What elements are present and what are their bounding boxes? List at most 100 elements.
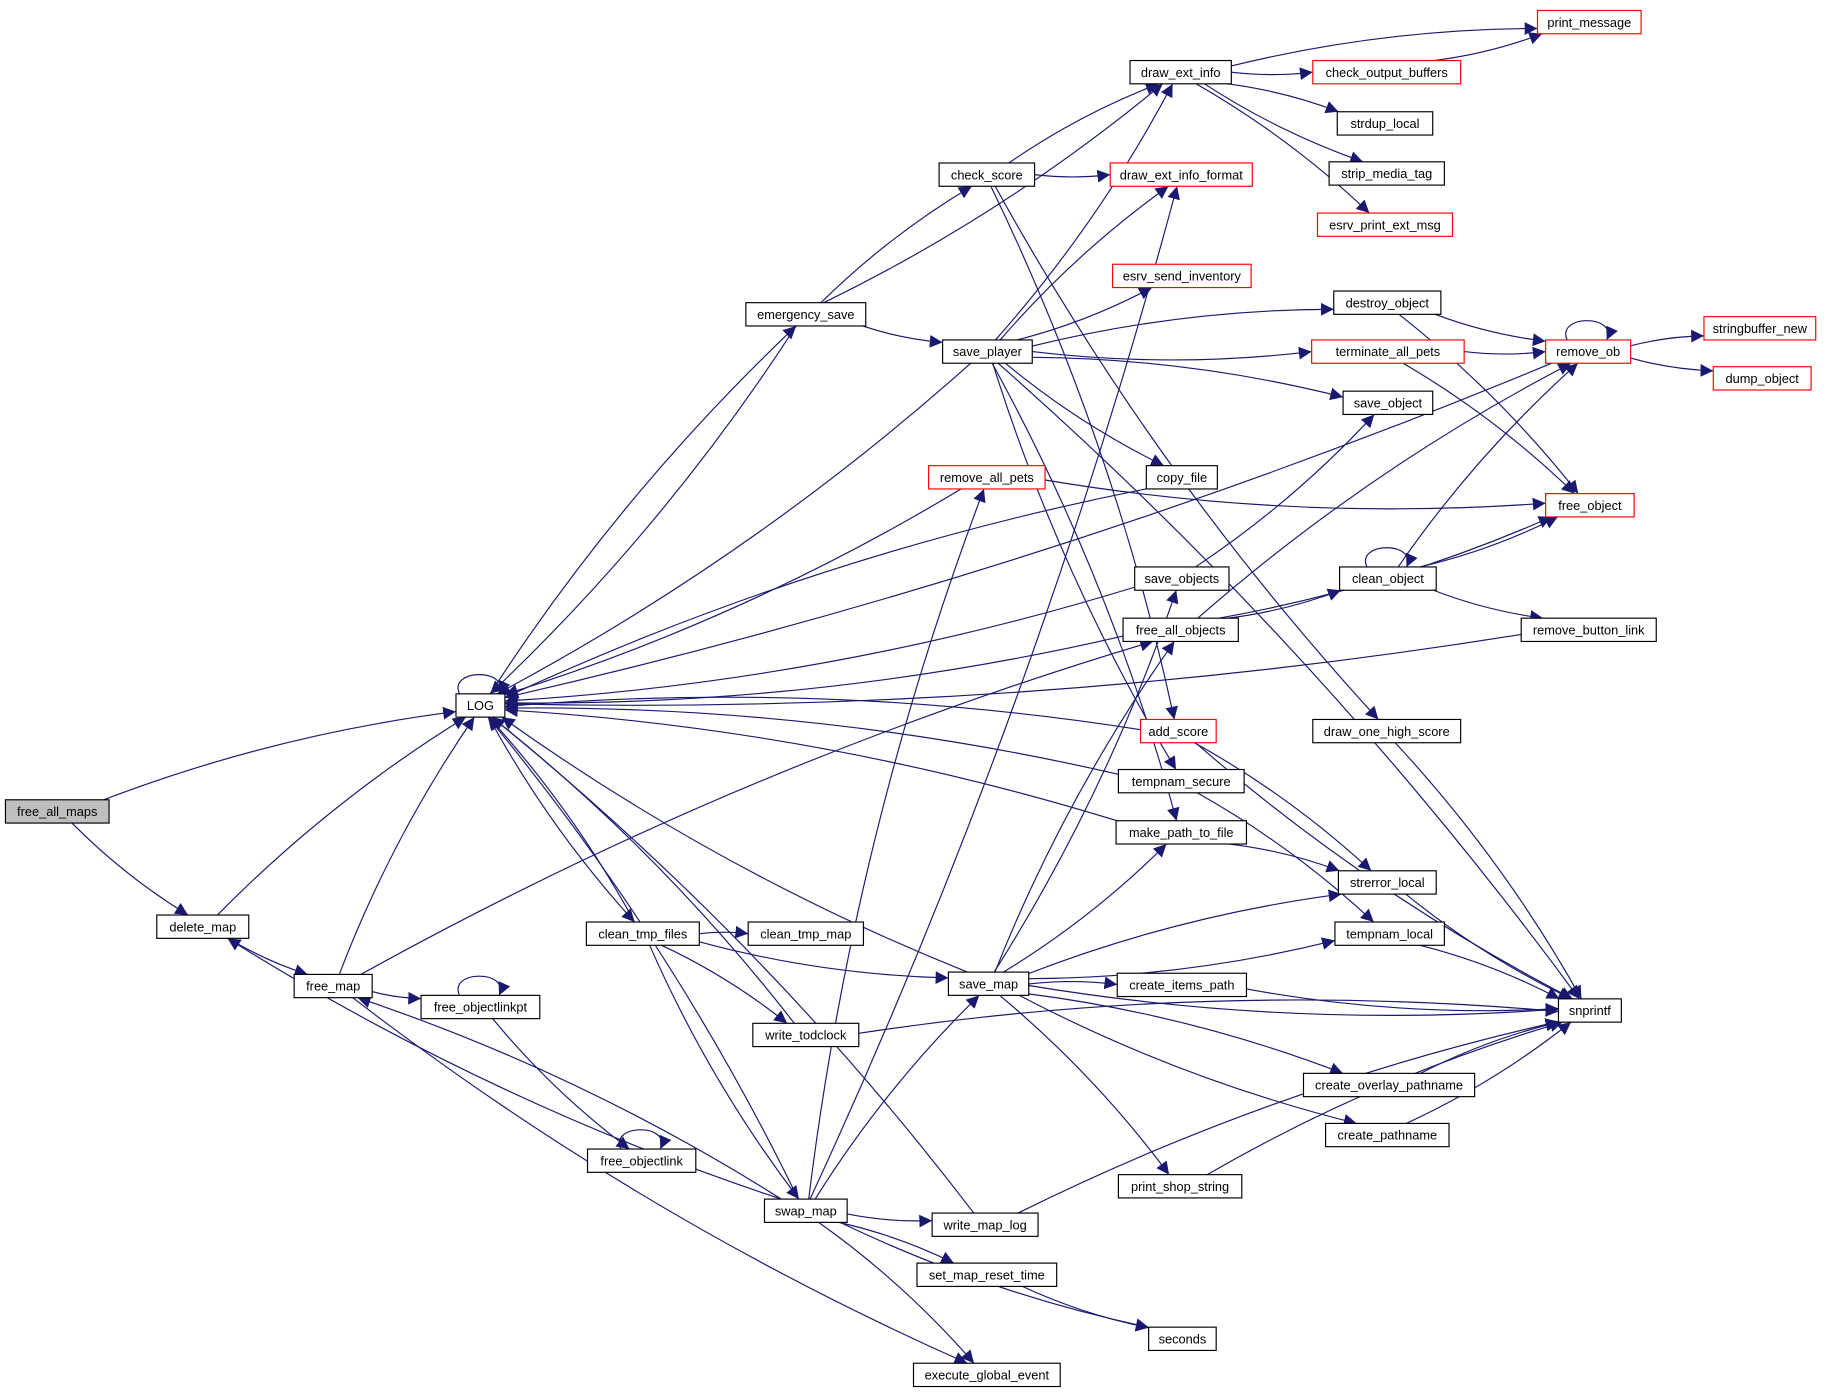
- node-box[interactable]: [1337, 870, 1437, 895]
- node-box[interactable]: [938, 162, 1036, 187]
- node-box[interactable]: [1336, 111, 1434, 136]
- node-draw-one-high-score[interactable]: draw_one_high_score: [1312, 718, 1462, 744]
- node-destroy-object[interactable]: destroy_object: [1333, 290, 1442, 315]
- node-free-objectlink[interactable]: free_objectlink: [586, 1148, 697, 1173]
- node-save-objects[interactable]: save_objects: [1134, 566, 1230, 591]
- node-box[interactable]: [1312, 718, 1462, 744]
- node-box[interactable]: [1342, 390, 1434, 416]
- node-clean-tmp-files[interactable]: clean_tmp_files: [585, 921, 700, 946]
- node-box[interactable]: [293, 973, 373, 999]
- node-remove-all-pets[interactable]: remove_all_pets: [928, 465, 1046, 490]
- node-box[interactable]: [585, 921, 700, 946]
- node-box[interactable]: [1134, 566, 1230, 591]
- node-box[interactable]: [1536, 9, 1642, 35]
- node-box[interactable]: [1557, 998, 1622, 1023]
- node-set-map-reset-time[interactable]: set_map_reset_time: [916, 1262, 1058, 1287]
- node-stringbuffer-new[interactable]: stringbuffer_new: [1703, 316, 1817, 341]
- node-box[interactable]: [1333, 290, 1442, 315]
- node-swap-map[interactable]: swap_map: [763, 1198, 848, 1223]
- node-save-object[interactable]: save_object: [1342, 390, 1434, 416]
- node-esrv-send-inventory[interactable]: esrv_send_inventory: [1111, 263, 1252, 289]
- node-strerror-local[interactable]: strerror_local: [1337, 870, 1437, 895]
- node-free-all-objects[interactable]: free_all_objects: [1122, 617, 1239, 643]
- node-box[interactable]: [1328, 161, 1445, 186]
- node-box[interactable]: [420, 994, 541, 1020]
- node-remove-ob[interactable]: remove_ob: [1545, 339, 1632, 364]
- node-draw-ext-info[interactable]: draw_ext_info: [1129, 59, 1232, 85]
- node-box[interactable]: [1129, 59, 1232, 85]
- node-box[interactable]: [1139, 718, 1217, 744]
- node-save-map[interactable]: save_map: [947, 971, 1030, 996]
- node-check-output-buffers[interactable]: check_output_buffers: [1312, 59, 1462, 85]
- node-strip-media-tag[interactable]: strip_media_tag: [1328, 161, 1445, 186]
- node-box[interactable]: [1122, 617, 1239, 643]
- node-execute-global-event[interactable]: execute_global_event: [912, 1362, 1061, 1388]
- node-save-player[interactable]: save_player: [942, 339, 1033, 364]
- node-box[interactable]: [1520, 617, 1657, 643]
- node-box[interactable]: [1703, 316, 1817, 341]
- node-free-object[interactable]: free_object: [1545, 493, 1635, 518]
- node-terminate-all-pets[interactable]: terminate_all_pets: [1311, 339, 1465, 364]
- node-print-message[interactable]: print_message: [1536, 9, 1642, 35]
- node-box[interactable]: [942, 339, 1033, 364]
- node-check-score[interactable]: check_score: [938, 162, 1036, 187]
- node-box[interactable]: [1111, 263, 1252, 289]
- node-box[interactable]: [1545, 339, 1632, 364]
- node-box[interactable]: [1145, 465, 1218, 490]
- node-box[interactable]: [1334, 921, 1445, 946]
- node-box[interactable]: [916, 1262, 1058, 1287]
- node-make-path-to-file[interactable]: make_path_to_file: [1115, 820, 1248, 845]
- node-write-todclock[interactable]: write_todclock: [752, 1022, 860, 1048]
- node-esrv-print-ext-msg[interactable]: esrv_print_ext_msg: [1316, 212, 1454, 237]
- node-box[interactable]: [928, 465, 1046, 490]
- node-remove-button-link[interactable]: remove_button_link: [1520, 617, 1657, 643]
- node-box[interactable]: [1712, 366, 1812, 391]
- node-add-score[interactable]: add_score: [1139, 718, 1217, 744]
- node-clean-object[interactable]: clean_object: [1339, 566, 1437, 591]
- node-snprintf[interactable]: snprintf: [1557, 998, 1622, 1023]
- node-box[interactable]: [1117, 768, 1245, 794]
- node-box[interactable]: [1109, 162, 1253, 187]
- node-box[interactable]: [4, 799, 110, 824]
- node-box[interactable]: [947, 971, 1030, 996]
- node-box[interactable]: [1311, 339, 1465, 364]
- node-create-pathname[interactable]: create_pathname: [1325, 1122, 1450, 1148]
- node-box[interactable]: [1316, 212, 1454, 237]
- node-strdup-local[interactable]: strdup_local: [1336, 111, 1434, 136]
- node-box[interactable]: [1302, 1072, 1476, 1098]
- node-free-objectlinkpt[interactable]: free_objectlinkpt: [420, 994, 541, 1020]
- node-create-items-path[interactable]: create_items_path: [1116, 972, 1248, 998]
- node-box[interactable]: [156, 914, 250, 939]
- node-copy-file[interactable]: copy_file: [1145, 465, 1218, 490]
- node-box[interactable]: [752, 1022, 860, 1048]
- node-box[interactable]: [1325, 1122, 1450, 1148]
- node-box[interactable]: [763, 1198, 848, 1223]
- node-box[interactable]: [1312, 59, 1462, 85]
- node-clean-tmp-map[interactable]: clean_tmp_map: [747, 921, 865, 946]
- node-create-overlay-pathname[interactable]: create_overlay_pathname: [1302, 1072, 1476, 1098]
- node-LOG[interactable]: LOG: [455, 693, 506, 718]
- node-delete-map[interactable]: delete_map: [156, 914, 250, 939]
- node-write-map-log[interactable]: write_map_log: [931, 1212, 1039, 1237]
- node-box[interactable]: [912, 1362, 1061, 1388]
- node-box[interactable]: [586, 1148, 697, 1173]
- node-free-map[interactable]: free_map: [293, 973, 373, 999]
- node-box[interactable]: [1545, 493, 1635, 518]
- node-box[interactable]: [931, 1212, 1039, 1237]
- node-box[interactable]: [1339, 566, 1437, 591]
- node-box[interactable]: [747, 921, 865, 946]
- node-seconds[interactable]: seconds: [1148, 1326, 1217, 1352]
- node-draw-ext-info-format[interactable]: draw_ext_info_format: [1109, 162, 1253, 187]
- node-box[interactable]: [745, 302, 867, 327]
- node-box[interactable]: [1116, 972, 1248, 998]
- node-dump-object[interactable]: dump_object: [1712, 366, 1812, 391]
- node-tempnam-secure[interactable]: tempnam_secure: [1117, 768, 1245, 794]
- node-box[interactable]: [455, 693, 506, 718]
- node-print-shop-string[interactable]: print_shop_string: [1117, 1174, 1243, 1199]
- node-box[interactable]: [1115, 820, 1248, 845]
- node-emergency-save[interactable]: emergency_save: [745, 302, 867, 327]
- node-box[interactable]: [1148, 1326, 1217, 1352]
- node-box[interactable]: [1117, 1174, 1243, 1199]
- node-tempnam-local[interactable]: tempnam_local: [1334, 921, 1445, 946]
- node-free-all-maps[interactable]: free_all_maps: [4, 799, 110, 824]
